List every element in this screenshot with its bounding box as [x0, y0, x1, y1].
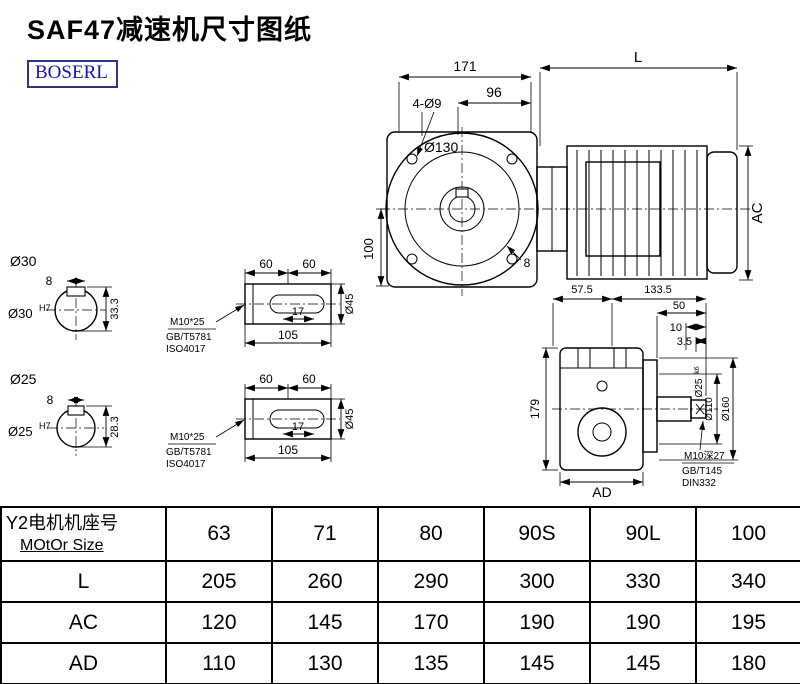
value-cell: 290 — [377, 560, 485, 603]
size-cell: 90S — [483, 506, 591, 562]
front-view: 171 L 96 4-Ø9 Ø130 100 AC 8 — [361, 49, 766, 296]
row-label-AD: AD — [0, 642, 167, 684]
shaft-fit-base-label: Ø25 — [694, 378, 705, 397]
motor-size-header-cell: Y2电机机座号 MOtOr Size — [0, 506, 167, 562]
o30-fit-sup: H7 — [39, 303, 51, 313]
table-header-row: Y2电机机座号 MOtOr Size 63 71 80 90S 90L 100 — [0, 506, 800, 562]
value-cell: 130 — [271, 642, 379, 684]
row-label-AC: AC — [0, 601, 167, 644]
size-cell: 63 — [165, 506, 273, 562]
dim-8-label: 8 — [524, 256, 531, 270]
dim-96-label: 96 — [486, 84, 502, 100]
value-cell: 205 — [165, 560, 273, 603]
table-row-L: L 205 260 290 300 330 340 — [0, 560, 800, 603]
shaft-fit-sup-label: k6 — [694, 366, 701, 374]
value-cell: 145 — [483, 642, 591, 684]
value-cell: 195 — [695, 601, 800, 644]
dim-1335-label: 133.5 — [644, 284, 672, 296]
technical-drawing: 171 L 96 4-Ø9 Ø130 100 AC 8 Ø30 — [8, 49, 766, 500]
dim-35-label: 3.5 — [677, 336, 692, 348]
dim-100-label: 100 — [361, 238, 376, 260]
section-o30: Ø30 8 33.3 Ø30 H7 — [8, 253, 121, 340]
header-en: MOtOr Size — [20, 537, 104, 554]
dim-AD-label: AD — [592, 484, 611, 500]
s2-17-label: 17 — [292, 421, 304, 433]
o30-label: Ø30 — [10, 253, 37, 269]
table-row-AD: AD 110 130 135 145 145 180 — [0, 642, 800, 684]
dim-575-label: 57.5 — [571, 284, 592, 296]
s2-std1-label: GB/T5781 — [166, 447, 212, 458]
value-cell: 145 — [589, 642, 697, 684]
value-cell: 120 — [165, 601, 273, 644]
s2-105-label: 105 — [278, 443, 298, 457]
o25-key-width-label: 8 — [47, 393, 54, 407]
s1-60b-label: 60 — [302, 257, 316, 271]
dim-179-label: 179 — [528, 399, 542, 419]
o25-fit-label: Ø25 — [8, 424, 33, 439]
o25-label: Ø25 — [10, 371, 37, 387]
dimension-table-wrap: Y2电机机座号 MOtOr Size 63 71 80 90S 90L 100 … — [0, 506, 800, 684]
value-cell: 300 — [483, 560, 591, 603]
s2-dia-label: Ø45 — [344, 409, 356, 430]
s1-60a-label: 60 — [259, 257, 273, 271]
brand-logo: BOSERL — [27, 60, 118, 88]
s2-bolt-label: M10*25 — [170, 432, 205, 443]
o30-fit-label: Ø30 — [8, 306, 33, 321]
value-cell: 145 — [271, 601, 379, 644]
section-o25: Ø25 8 28.3 Ø25 H7 — [8, 371, 121, 456]
dim-AC-label: AC — [749, 202, 766, 223]
s1-std2-label: ISO4017 — [166, 344, 206, 355]
o30-key-width-label: 8 — [46, 274, 53, 288]
value-cell: 170 — [377, 601, 485, 644]
size-cell: 80 — [377, 506, 485, 562]
tap-label: M10深27 — [684, 450, 725, 462]
s1-17-label: 17 — [292, 306, 304, 318]
s2-60b-label: 60 — [302, 372, 316, 386]
value-cell: 340 — [695, 560, 800, 603]
o25-fit-sup: H7 — [39, 421, 51, 431]
tap-std2-label: DIN332 — [682, 478, 716, 489]
bolt-circle-label: Ø110 — [704, 397, 715, 421]
value-cell: 260 — [271, 560, 379, 603]
s1-105-label: 105 — [278, 328, 298, 342]
header-cn: Y2电机机座号 — [6, 513, 119, 533]
value-cell: 110 — [165, 642, 273, 684]
dim-10-label: 10 — [670, 322, 682, 334]
value-cell: 180 — [695, 642, 800, 684]
o25-key-height-label: 28.3 — [109, 416, 121, 437]
flange-dia-label: Ø130 — [424, 139, 458, 155]
page-title: SAF47减速机尺寸图纸 — [27, 15, 313, 45]
value-cell: 190 — [589, 601, 697, 644]
size-cell: 90L — [589, 506, 697, 562]
s1-std1-label: GB/T5781 — [166, 332, 212, 343]
dim-50-label: 50 — [673, 300, 685, 312]
tap-std1-label: GB/T145 — [682, 466, 722, 477]
o30-key-height-label: 33.3 — [109, 298, 121, 319]
output-shaft-1: 60 60 17 105 Ø45 M10*25 GB/T5781 ISO4017 — [166, 257, 356, 355]
size-cell: 71 — [271, 506, 379, 562]
output-shaft-2: 60 60 17 105 Ø45 M10*25 GB/T5781 ISO4017 — [166, 372, 356, 470]
holes-4d9-label: 4-Ø9 — [413, 96, 442, 111]
value-cell: 135 — [377, 642, 485, 684]
flange-dia-side-label: Ø160 — [721, 396, 732, 421]
size-cell: 100 — [695, 506, 800, 562]
value-cell: 330 — [589, 560, 697, 603]
dim-171-label: 171 — [453, 58, 477, 74]
dim-L-label: L — [634, 49, 642, 66]
side-view: 57.5 133.5 50 10 3.5 Ø25 k6 Ø110 Ø160 — [528, 284, 738, 500]
s2-std2-label: ISO4017 — [166, 459, 206, 470]
s1-dia-label: Ø45 — [344, 294, 356, 315]
table-row-AC: AC 120 145 170 190 190 195 — [0, 601, 800, 644]
value-cell: 190 — [483, 601, 591, 644]
s2-60a-label: 60 — [259, 372, 273, 386]
dimension-table: Y2电机机座号 MOtOr Size 63 71 80 90S 90L 100 … — [0, 506, 800, 684]
s1-bolt-label: M10*25 — [170, 317, 205, 328]
row-label-L: L — [0, 560, 167, 603]
